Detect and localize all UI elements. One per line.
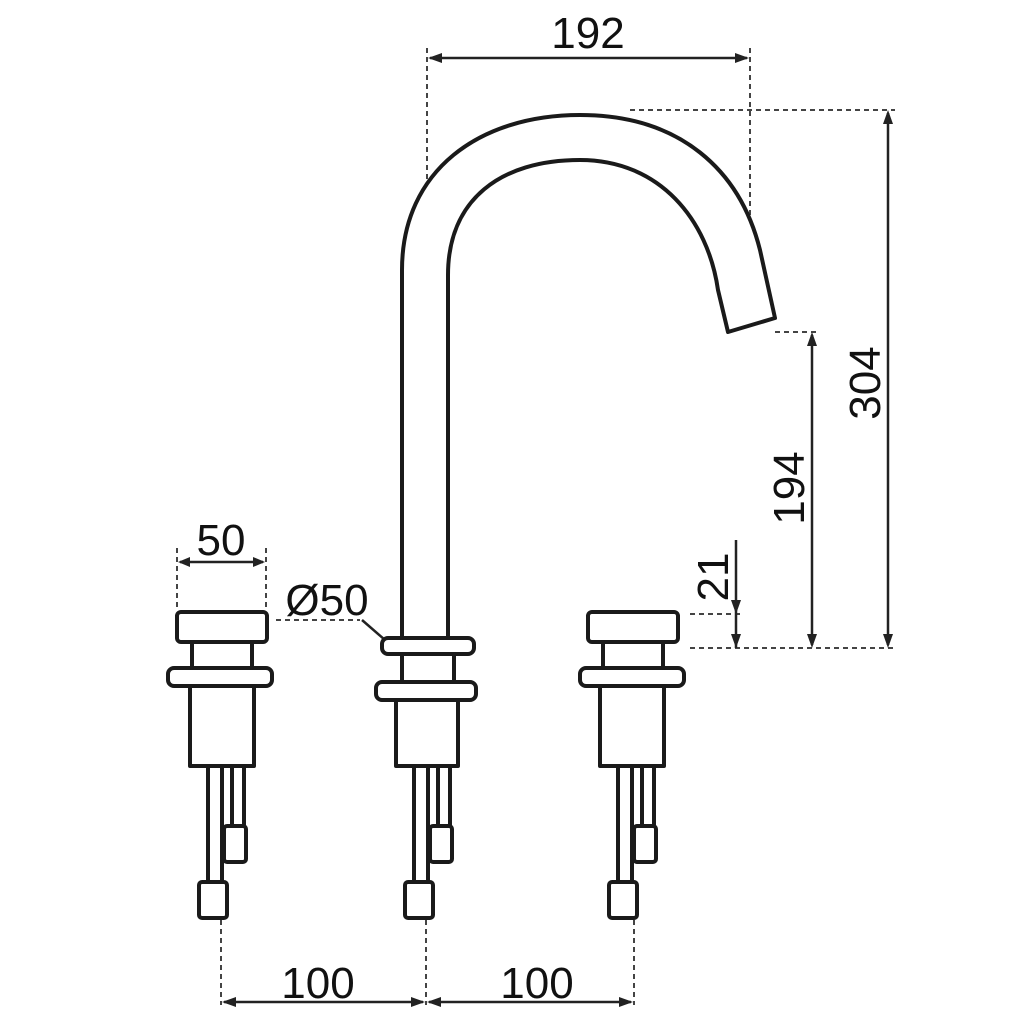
dimension-100-right: 100 <box>427 959 633 1008</box>
dimension-21: 21 <box>689 540 741 648</box>
dim-label-50: 50 <box>197 516 246 565</box>
right-handle <box>578 610 686 920</box>
left-handle <box>166 610 274 920</box>
dim-label-192: 192 <box>551 9 624 58</box>
dimension-304: 304 <box>841 110 893 648</box>
dim-label-100-right: 100 <box>500 959 573 1008</box>
dim-label-21: 21 <box>689 553 738 602</box>
dim-label-304: 304 <box>841 346 890 419</box>
dimension-192: 192 <box>428 9 749 63</box>
dimension-diameter-50: Ø50 <box>285 576 386 641</box>
dimension-50: 50 <box>178 516 265 567</box>
dimension-100-left: 100 <box>222 959 425 1008</box>
spout <box>400 113 777 642</box>
dim-label-diameter-50: Ø50 <box>285 576 368 625</box>
dimension-194: 194 <box>765 332 817 648</box>
dim-label-194: 194 <box>765 451 814 524</box>
extension-lines <box>176 48 895 1005</box>
center-body <box>374 636 478 920</box>
dim-label-100-left: 100 <box>281 959 354 1008</box>
